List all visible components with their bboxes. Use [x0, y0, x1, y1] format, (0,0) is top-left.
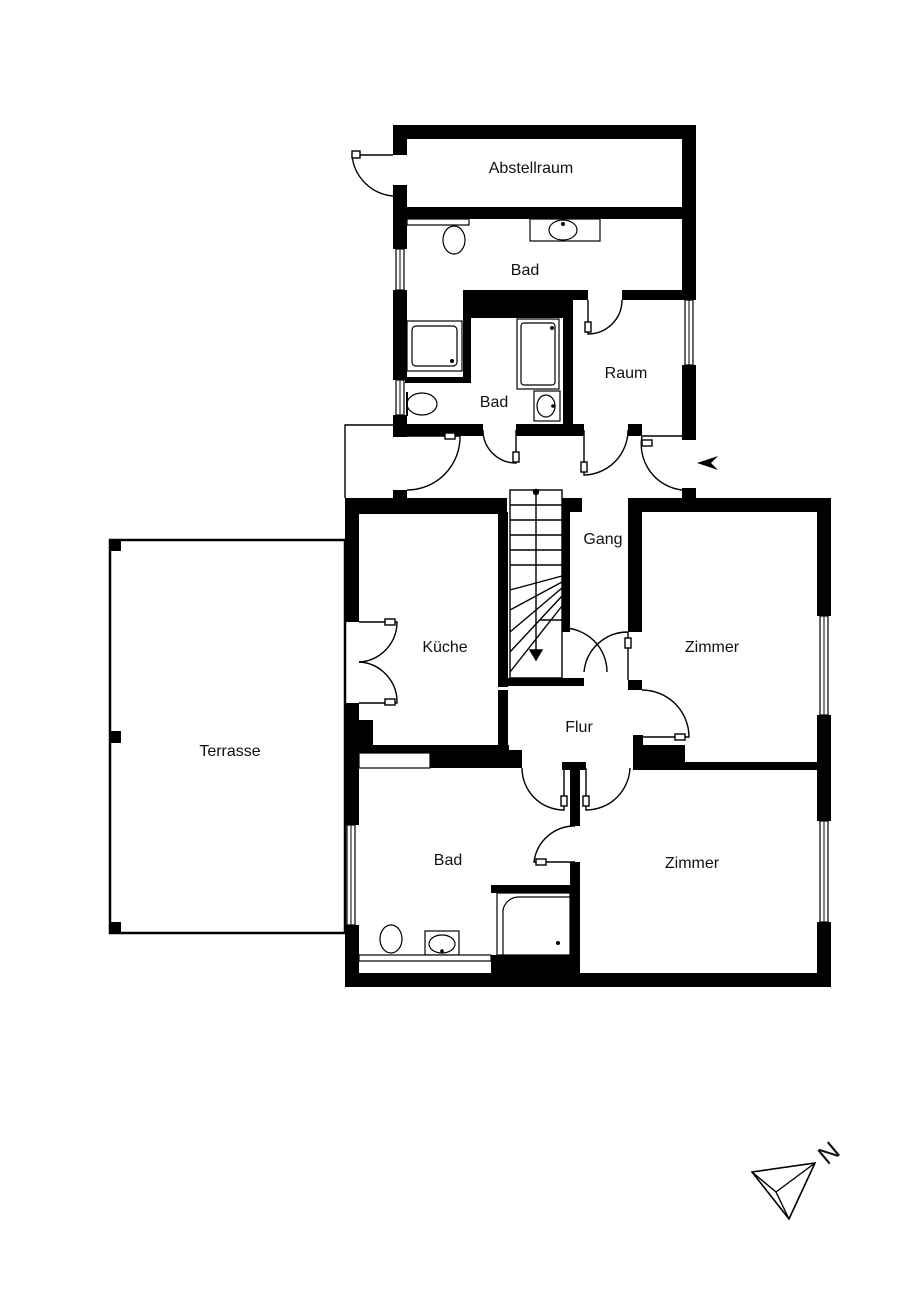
room-label-kueche: Küche [422, 639, 467, 656]
room-label-flur: Flur [565, 719, 593, 736]
door-swing-icon [562, 627, 608, 673]
shower-icon [406, 320, 463, 372]
washbasin-icon [533, 390, 561, 422]
room-label-zimmer-bottom: Zimmer [665, 855, 720, 872]
windows [346, 248, 829, 926]
washbasin-icon [529, 218, 601, 242]
window-icon [819, 615, 829, 716]
terrace [108, 538, 347, 935]
door-swing-icon [533, 825, 576, 863]
window-icon [819, 820, 829, 923]
bathtub-icon [516, 318, 560, 390]
door-swing-icon [585, 767, 631, 811]
room-label-bad-top: Bad [511, 262, 539, 279]
room-label-terrasse: Terrasse [199, 743, 260, 760]
compass-north-label: N [812, 1135, 846, 1170]
room-label-bad-bottom: Bad [434, 852, 462, 869]
window-icon [684, 299, 694, 366]
toilet-icon [406, 392, 438, 416]
door-swing-icon [587, 299, 623, 335]
door-swing-icon [482, 429, 517, 464]
window-icon [395, 248, 405, 291]
door-swing-icon [583, 631, 629, 680]
room-label-bad-small: Bad [480, 394, 508, 411]
door-swing-icon [351, 154, 394, 197]
room-label-zimmer-top: Zimmer [685, 639, 740, 656]
doors [344, 150, 690, 866]
fixtures [358, 218, 601, 962]
bathtub-sink-rail [358, 954, 492, 962]
compass-icon: N [750, 1135, 846, 1221]
door-swing-icon [583, 429, 629, 476]
toilet-icon [406, 218, 470, 255]
room-label-raum: Raum [605, 365, 648, 382]
window-icon [395, 379, 405, 416]
room-label-gang: Gang [583, 531, 622, 548]
window-icon [346, 824, 356, 926]
door-swing-icon [406, 435, 461, 491]
door-swing-icon [641, 689, 690, 738]
walls [345, 125, 831, 987]
room-label-abstellraum: Abstellraum [489, 160, 573, 177]
toilet-icon [379, 924, 403, 954]
door-swing-icon [358, 621, 398, 663]
washbasin-icon [424, 930, 460, 956]
staircase-icon [509, 488, 563, 679]
door-swing-icon [358, 661, 398, 704]
entrance-arrow-icon [697, 456, 718, 470]
door-swing-icon [521, 767, 565, 811]
shower-icon [496, 892, 571, 956]
room-labels: Abstellraum Bad Raum Bad Gang Küche Zimm… [199, 160, 739, 872]
